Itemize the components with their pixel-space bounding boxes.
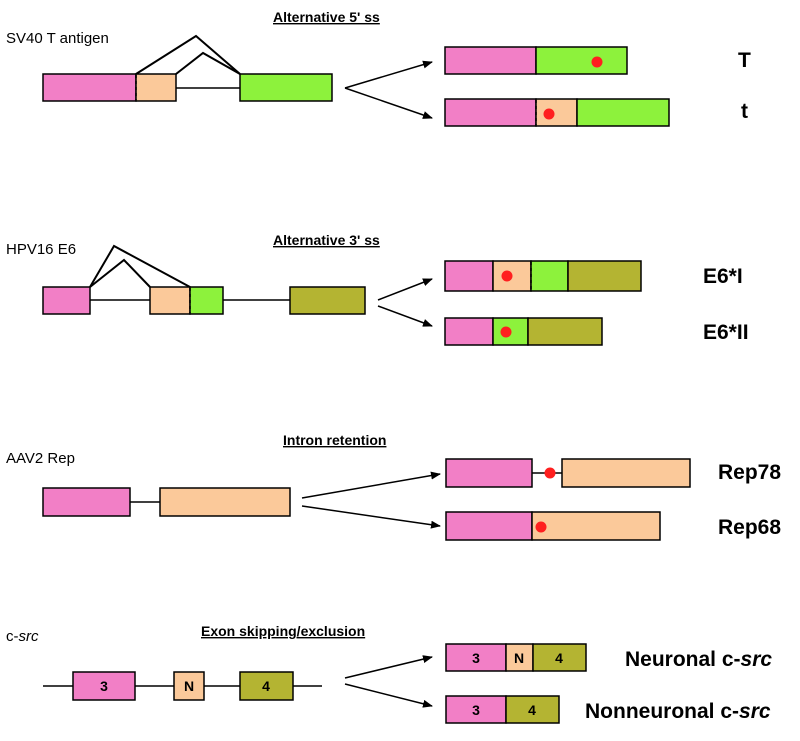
sv40-exon-pink xyxy=(42,73,137,102)
hpv16-exon-orange xyxy=(149,286,191,315)
sv40-mechanism-title: Alternative 5' ss xyxy=(273,9,380,25)
csrc-exon-4 xyxy=(239,671,294,701)
aav2-gene-label: AAV2 Rep xyxy=(6,450,75,467)
panel-sv40: SV40 T antigen Alternative 5' ss T t xyxy=(6,9,751,127)
rep68-exon-pink xyxy=(445,511,533,541)
product-neuronal-label: Neuronal c-src xyxy=(625,648,772,671)
rep78-stop-dot xyxy=(544,467,556,479)
rep78-exon-pink xyxy=(445,458,533,488)
sv40-t-exon-pink xyxy=(444,98,537,127)
sv40-gene-label: SV40 T antigen xyxy=(6,30,109,47)
csrc-mechanism-title: Exon skipping/exclusion xyxy=(201,623,365,639)
sv40-exon-orange xyxy=(135,73,177,102)
hpv16-mechanism-title: Alternative 3' ss xyxy=(273,232,380,248)
sv40-splice-long xyxy=(135,34,241,75)
rep68-exon-orange xyxy=(531,511,661,541)
hpv16-exon-pink xyxy=(42,286,91,315)
panel-aav2: AAV2 Rep Intron retention Rep78 Rep68 xyxy=(6,432,781,541)
sv40-exon-green xyxy=(239,73,333,102)
product-Rep78-label: Rep78 xyxy=(718,461,781,484)
sv40-t-stop-dot xyxy=(543,108,555,120)
neuronal-exon-4-label: 4 xyxy=(555,650,563,666)
sv40-t-exon-orange xyxy=(535,98,578,127)
panel-hpv16: HPV16 E6 Alternative 3' ss E6*I E6*II xyxy=(6,232,749,346)
neuronal-exon-4 xyxy=(532,643,587,672)
sv40-T-stop-dot xyxy=(591,56,603,68)
csrc-exon-3-label: 3 xyxy=(100,678,108,694)
sv40-splice-short xyxy=(175,51,241,75)
sv40-arrow-1 xyxy=(344,60,433,89)
csrc-exon-3 xyxy=(72,671,136,701)
e6i-exon-green xyxy=(530,260,569,292)
e6ii-exon-olive xyxy=(527,317,603,346)
neuronal-exon-3 xyxy=(445,643,507,672)
product-t-label: t xyxy=(741,100,748,123)
hpv16-splice-short xyxy=(89,258,151,288)
hpv16-arrow-1 xyxy=(377,278,433,301)
csrc-arrow-2 xyxy=(344,683,433,708)
hpv16-splice-long xyxy=(89,244,191,288)
aav2-mechanism-title: Intron retention xyxy=(283,432,386,448)
e6i-stop-dot xyxy=(501,270,513,282)
e6ii-stop-dot xyxy=(500,326,512,338)
sv40-t-exon-green xyxy=(576,98,670,127)
panel-csrc: c-src Exon skipping/exclusion 3 N 4 3 N … xyxy=(6,623,772,724)
csrc-exon-N-label: N xyxy=(184,678,194,694)
csrc-arrow-1 xyxy=(344,655,433,679)
hpv16-arrow-2 xyxy=(377,305,433,327)
aav2-exon-pink xyxy=(42,487,131,517)
sv40-T-exon-pink xyxy=(444,46,537,75)
rep78-exon-orange xyxy=(561,458,691,488)
aav2-exon-orange xyxy=(159,487,291,517)
aav2-arrow-1 xyxy=(301,471,441,499)
sv40-T-exon-green xyxy=(535,46,628,75)
csrc-exon-4-label: 4 xyxy=(262,678,270,694)
sv40-arrow-2 xyxy=(344,87,433,119)
product-T-label: T xyxy=(738,49,751,72)
neuronal-exon-3-label: 3 xyxy=(472,650,480,666)
product-E6II-label: E6*II xyxy=(703,321,749,344)
csrc-gene-label: c-src xyxy=(6,628,39,645)
aav2-arrow-2 xyxy=(301,505,441,529)
hpv16-exon-green xyxy=(189,286,224,315)
nonneuronal-exon-3-label: 3 xyxy=(472,702,480,718)
rep68-stop-dot xyxy=(535,521,547,533)
hpv16-exon-olive xyxy=(289,286,366,315)
e6i-exon-pink xyxy=(444,260,494,292)
product-E6I-label: E6*I xyxy=(703,265,743,288)
hpv16-gene-label: HPV16 E6 xyxy=(6,241,76,258)
product-Rep68-label: Rep68 xyxy=(718,516,781,539)
csrc-exon-N xyxy=(173,671,205,701)
nonneuronal-exon-4 xyxy=(505,695,560,724)
e6ii-exon-pink xyxy=(444,317,494,346)
e6i-exon-olive xyxy=(567,260,642,292)
nonneuronal-exon-4-label: 4 xyxy=(528,702,536,718)
e6i-exon-orange xyxy=(492,260,532,292)
product-nonneuronal-label: Nonneuronal c-src xyxy=(585,700,771,723)
neuronal-exon-N-label: N xyxy=(514,650,524,666)
